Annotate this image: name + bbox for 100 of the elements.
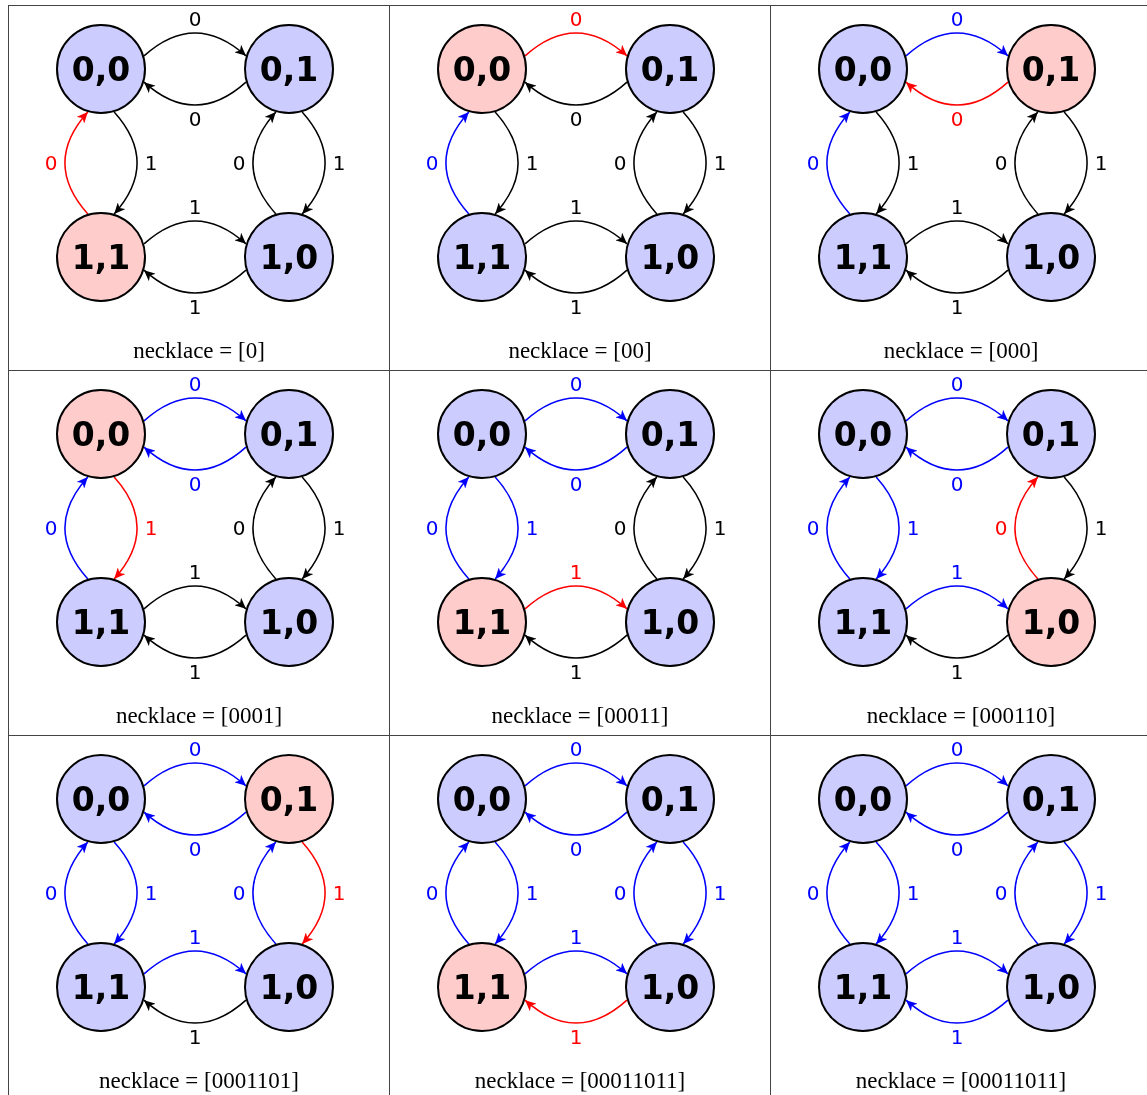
edge-label: 0 [44, 153, 58, 173]
state-label: 0,1 [259, 417, 319, 451]
state-label: 1,1 [71, 605, 131, 639]
state-label: 0,1 [259, 782, 319, 816]
edge-label: 1 [188, 197, 202, 217]
state-label: 0,0 [71, 782, 131, 816]
state-label: 1,1 [452, 605, 512, 639]
edge-label: 0 [44, 518, 58, 538]
state-label: 0,1 [1021, 782, 1081, 816]
necklace-caption: necklace = [00011] [491, 704, 669, 727]
edge-label: 1 [1094, 153, 1108, 173]
edge-label: 0 [569, 109, 583, 129]
edge-label: 0 [806, 518, 820, 538]
edge-label: 1 [713, 153, 727, 173]
edge-label: 0 [613, 518, 627, 538]
edge-label: 0 [569, 474, 583, 494]
edge-label: 0 [950, 739, 964, 759]
necklace-caption: necklace = [000] [883, 339, 1039, 362]
edge-label: 1 [332, 883, 346, 903]
edge-label: 1 [1094, 518, 1108, 538]
state-label: 1,1 [833, 605, 893, 639]
edge-label: 1 [569, 297, 583, 317]
necklace-caption: necklace = [00011011] [474, 1069, 686, 1092]
state-label: 0,0 [71, 52, 131, 86]
edge-label: 1 [569, 662, 583, 682]
edge-label: 0 [188, 109, 202, 129]
edge-label: 1 [950, 297, 964, 317]
state-label: 1,0 [259, 240, 319, 274]
necklace-caption: necklace = [00011011] [855, 1069, 1067, 1092]
state-label: 0,0 [452, 52, 512, 86]
edge-label: 1 [188, 297, 202, 317]
edge-label: 1 [569, 1027, 583, 1047]
edge-label: 1 [713, 518, 727, 538]
table-cell [8, 5, 390, 371]
state-label: 1,0 [1021, 605, 1081, 639]
edge-label: 0 [950, 474, 964, 494]
edge-label: 1 [188, 562, 202, 582]
edge-label: 0 [188, 839, 202, 859]
edge-label: 1 [1094, 883, 1108, 903]
necklace-caption: necklace = [000110] [866, 704, 1056, 727]
state-label: 1,1 [452, 970, 512, 1004]
edge-label: 0 [950, 374, 964, 394]
necklace-caption: necklace = [0001] [115, 704, 283, 727]
edge-label: 0 [950, 9, 964, 29]
necklace-caption: necklace = [0001101] [99, 1069, 299, 1092]
state-label: 1,0 [259, 970, 319, 1004]
state-label: 0,0 [833, 782, 893, 816]
edge-label: 1 [144, 518, 158, 538]
state-label: 0,1 [1021, 417, 1081, 451]
edge-label: 0 [806, 153, 820, 173]
edge-label: 1 [906, 883, 920, 903]
edge-label: 0 [425, 518, 439, 538]
edge-label: 0 [232, 153, 246, 173]
edge-label: 0 [188, 374, 202, 394]
edge-label: 1 [188, 1027, 202, 1047]
state-label: 1,1 [833, 970, 893, 1004]
edge-label: 0 [232, 518, 246, 538]
edge-label: 1 [525, 153, 539, 173]
edge-label: 1 [188, 927, 202, 947]
edge-label: 0 [569, 9, 583, 29]
state-label: 0,1 [640, 782, 700, 816]
edge-label: 1 [906, 153, 920, 173]
edge-label: 0 [950, 109, 964, 129]
state-label: 1,1 [71, 240, 131, 274]
edge-label: 0 [613, 883, 627, 903]
state-label: 1,0 [640, 605, 700, 639]
edge-label: 0 [994, 518, 1008, 538]
edge-label: 0 [569, 739, 583, 759]
edge-label: 0 [806, 883, 820, 903]
state-label: 0,1 [640, 52, 700, 86]
state-label: 0,0 [71, 417, 131, 451]
edge-label: 0 [950, 839, 964, 859]
edge-label: 1 [188, 662, 202, 682]
edge-label: 0 [569, 374, 583, 394]
edge-label: 1 [906, 518, 920, 538]
edge-label: 0 [569, 839, 583, 859]
edge-label: 1 [332, 518, 346, 538]
edge-label: 1 [950, 197, 964, 217]
edge-label: 1 [569, 197, 583, 217]
edge-label: 1 [144, 153, 158, 173]
edge-label: 1 [332, 153, 346, 173]
edge-label: 0 [613, 153, 627, 173]
state-label: 0,0 [833, 52, 893, 86]
state-label: 0,0 [833, 417, 893, 451]
state-label: 1,0 [259, 605, 319, 639]
edge-label: 1 [569, 562, 583, 582]
state-label: 0,1 [259, 52, 319, 86]
state-label: 0,1 [1021, 52, 1081, 86]
edge-label: 0 [994, 153, 1008, 173]
necklace-caption: necklace = [0] [133, 339, 265, 362]
edge-label: 1 [525, 518, 539, 538]
edge-label: 0 [994, 883, 1008, 903]
edge-label: 1 [713, 883, 727, 903]
edge-label: 1 [144, 883, 158, 903]
edge-label: 1 [950, 562, 964, 582]
edge-label: 1 [950, 662, 964, 682]
state-label: 1,0 [640, 240, 700, 274]
edge-label: 1 [569, 927, 583, 947]
edge-label: 0 [232, 883, 246, 903]
state-label: 1,0 [1021, 240, 1081, 274]
